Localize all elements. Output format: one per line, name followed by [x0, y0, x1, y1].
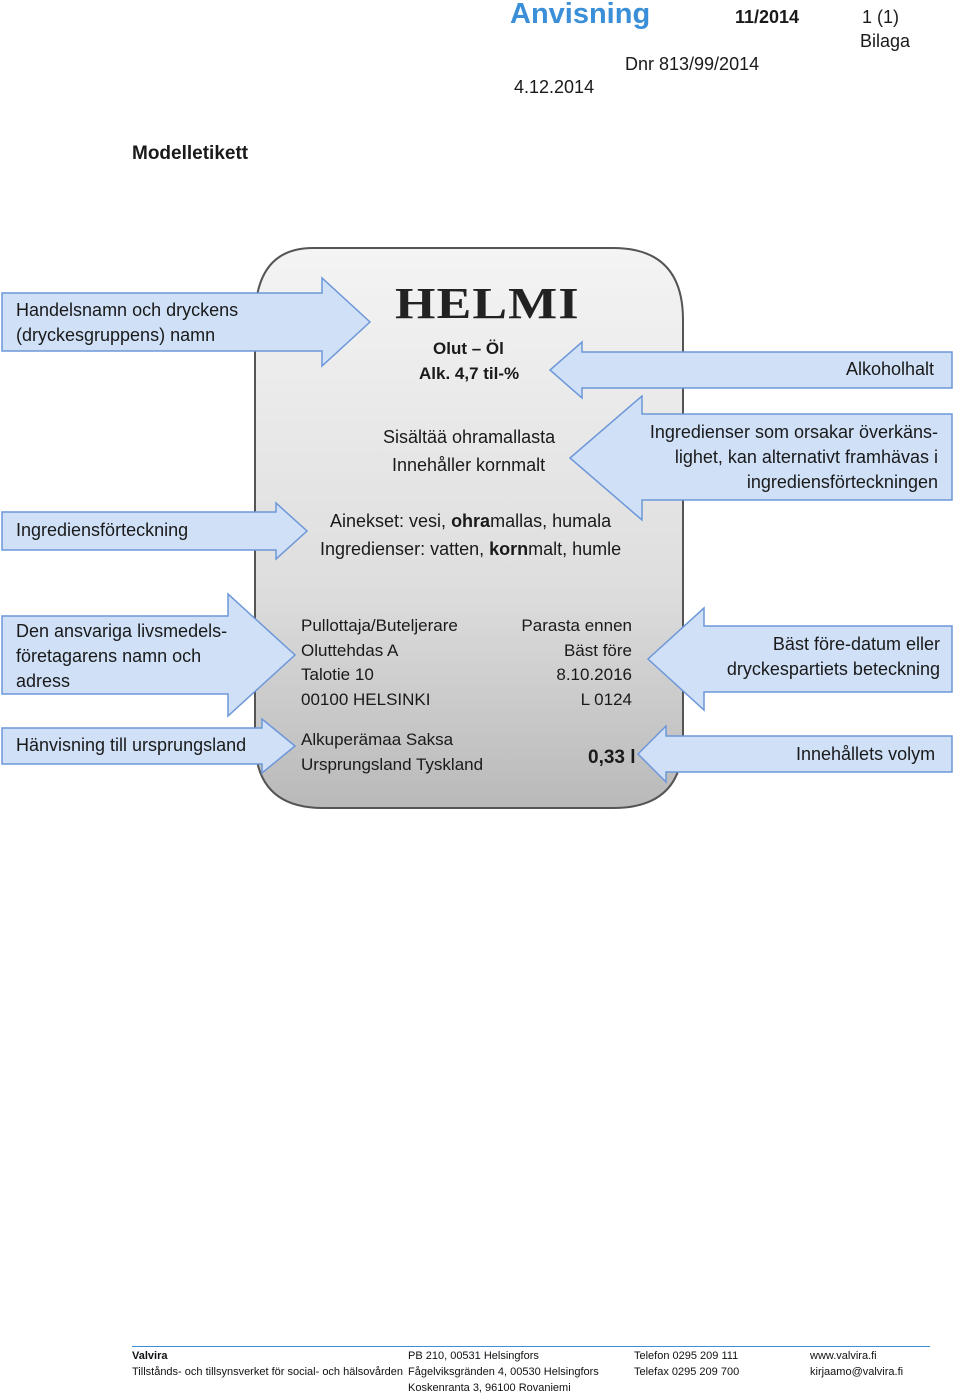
footer-divider [132, 1346, 930, 1347]
alcohol-content: Alk. 4,7 til-% [419, 364, 520, 383]
best-before-line-2: dryckespartiets beteckning [726, 659, 940, 679]
ingredients-fi: Ainekset: vesi, ohramallas, humala [330, 511, 612, 531]
ingredient-list-label: Ingrediensförteckning [16, 520, 189, 540]
footer-telephone: Telefon 0295 209 111 [634, 1350, 739, 1362]
bottler-company: Oluttehdas A [301, 640, 399, 660]
attachment-label: Bilaga [860, 31, 911, 51]
trade-name-line-1: Handelsnamn och dryckens [16, 300, 239, 320]
allergens-line-3: ingrediensförteckningen [746, 472, 938, 492]
footer-website-link[interactable]: www.valvira.fi [810, 1350, 877, 1362]
origin-fi: Alkuperämaa Saksa [301, 730, 454, 749]
arrow-origin: Hänvisning till ursprungsland [0, 717, 298, 775]
footer-email-link[interactable]: kirjaamo@valvira.fi [810, 1366, 904, 1378]
allergen-fi: Sisältää ohramallasta [383, 427, 556, 447]
footer-address: PB 210, 00531 Helsingfors Fågelviksgränd… [408, 1348, 599, 1396]
arrow-allergens: Ingredienser som orsakar överkäns- lighe… [568, 394, 954, 524]
footer-address-2: Fågelviksgränden 4, 00530 Helsingfors [408, 1366, 599, 1378]
origin-sv: Ursprungsland Tyskland [301, 755, 484, 774]
diary-number: Dnr 813/99/2014 [625, 54, 760, 74]
allergen-sv: Innehåller kornmalt [392, 455, 546, 475]
volume: 0,33 l [588, 747, 636, 768]
bottler-city: 00100 HELSINKI [301, 689, 431, 709]
bottler-title: Pullottaja/Buteljerare [301, 616, 458, 635]
document-number: 11/2014 [735, 7, 800, 27]
allergens-line-2: lighet, kan alternativt framhävas i [674, 447, 938, 467]
footer-address-1: PB 210, 00531 Helsingfors [408, 1350, 539, 1362]
arrow-operator: Den ansvariga livsmedels- företagarens n… [0, 592, 298, 718]
document-title: Modelletikett [132, 143, 249, 164]
brand-name: HELMI [395, 279, 580, 328]
bottler-block: Pullottaja/Buteljerare Oluttehdas A Talo… [301, 614, 458, 712]
alcohol-label: Alkoholhalt [846, 359, 935, 379]
arrow-trade-name: Handelsnamn och dryckens (dryckesgruppens… [0, 276, 372, 368]
best-before-date: 8.10.2016 [556, 665, 632, 684]
product-type: Olut – Öl [433, 339, 504, 358]
footer-web: www.valvira.fi kirjaamo@valvira.fi [810, 1348, 903, 1380]
arrow-alcohol: Alkoholhalt [548, 340, 954, 400]
origin-ref-label: Hänvisning till ursprungsland [16, 735, 247, 755]
allergens-line-1: Ingredienser som orsakar överkäns- [649, 422, 938, 442]
best-before-line-1: Bäst före-datum eller [772, 634, 940, 654]
operator-line-2: företagarens namn och [16, 646, 202, 666]
footer-address-3: Koskenranta 3, 96100 Rovaniemi [408, 1382, 571, 1394]
footer-org-full: Tillstånds- och tillsynsverket för socia… [132, 1366, 404, 1378]
footer-telefax: Telefax 0295 209 700 [634, 1366, 740, 1378]
page-count: 1 (1) [862, 7, 900, 27]
document-date: 4.12.2014 [514, 77, 595, 97]
best-before-fi: Parasta ennen [521, 616, 632, 635]
footer-phone: Telefon 0295 209 111 Telefax 0295 209 70… [634, 1348, 739, 1380]
trade-name-line-2: (dryckesgruppens) namn [16, 325, 216, 345]
volume-label: Innehållets volym [796, 744, 936, 764]
operator-line-3: adress [16, 671, 71, 691]
arrow-best-before: Bäst före-datum eller dryckespartiets be… [646, 606, 954, 712]
operator-line-1: Den ansvariga livsmedels- [16, 621, 228, 641]
origin-block: Alkuperämaa Saksa Ursprungsland Tyskland [301, 727, 483, 777]
ingredients-sv: Ingredienser: vatten, kornmalt, humle [320, 539, 622, 559]
best-before-block: Parasta ennen Bäst före 8.10.2016 L 0124 [500, 614, 632, 712]
best-before-sv: Bäst före [563, 640, 632, 660]
lot-code: L 0124 [580, 689, 632, 709]
arrow-ingredient-list: Ingrediensförteckning [0, 501, 310, 561]
bottler-street: Talotie 10 [301, 665, 374, 684]
arrow-volume: Innehållets volym [636, 724, 954, 784]
footer-org: Valvira [132, 1350, 168, 1362]
document-type: Anvisning [510, 0, 651, 30]
